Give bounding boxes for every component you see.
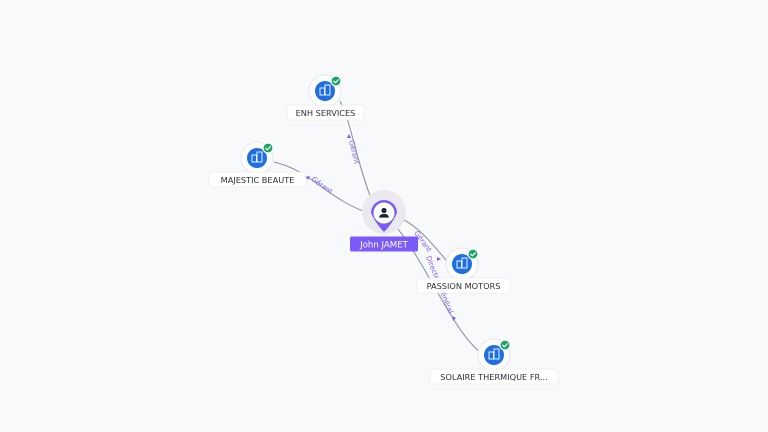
arrow-passion [437,257,441,261]
verified-check-icon [262,142,274,154]
company-node-majestic[interactable]: MAJESTIC BEAUTE [208,141,307,188]
person-name: John JAMET [359,241,409,251]
building-icon [251,151,263,163]
building-icon [319,84,331,96]
person-label-box [350,236,418,252]
company-name: PASSION MOTORS [427,281,501,291]
building-icon [488,348,500,360]
edge-arrows [306,134,456,321]
label-box [286,104,365,121]
label-box [429,368,559,385]
edge-majestic [273,161,367,213]
person-icon [379,207,389,218]
company-name: SOLAIRE THERMIQUE FR... [440,372,548,382]
label-box [208,171,307,188]
edge-label-majestic: Gérant [310,175,334,196]
company-node-enh[interactable]: ENH SERVICES [286,74,365,121]
edge-label-enh: Gérant [347,140,361,166]
arrow-enh [347,134,351,138]
arrow-majestic [306,176,310,180]
verified-check-icon [330,75,342,87]
company-node-solaire[interactable]: SOLAIRE THERMIQUE FR... [429,338,559,385]
arrow-solaire [452,316,456,321]
company-name: ENH SERVICES [296,108,356,118]
company-name: MAJESTIC BEAUTE [221,175,295,185]
verified-check-icon [467,248,479,260]
person-node[interactable]: John JAMET [350,190,418,252]
label-box [416,277,511,294]
building-icon [456,257,468,269]
verified-check-icon [499,339,511,351]
company-node-passion[interactable]: PASSION MOTORS [416,247,511,294]
